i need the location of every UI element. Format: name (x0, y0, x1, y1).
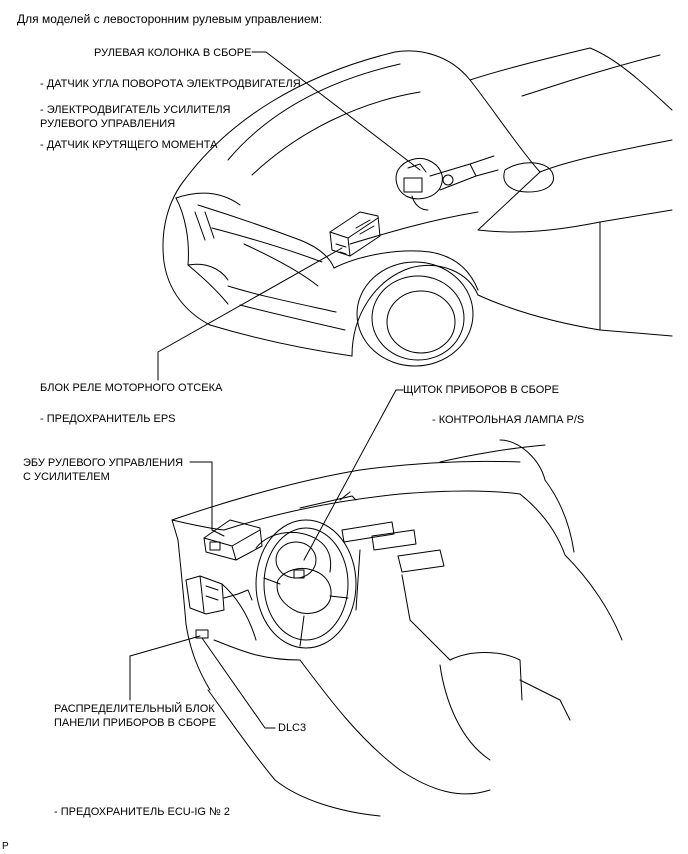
combination-meter-label: ЩИТОК ПРИБОРОВ В СБОРЕ (403, 384, 559, 396)
engine-room-relay-block-label: БЛОК РЕЛЕ МОТОРНОГО ОТСЕКА (40, 382, 223, 394)
torque-sensor-label: - ДАТЧИК КРУТЯЩЕГО МОМЕНТА (40, 139, 218, 151)
car-exterior-drawing (162, 47, 673, 367)
eps-ecu-label-line2: С УСИЛИТЕЛЕМ (23, 471, 110, 483)
dashboard-interior-drawing (171, 439, 623, 817)
ecu-ig-fuse-label: - ПРЕДОХРАНИТЕЛЬ ECU-IG № 2 (54, 806, 231, 818)
power-steering-motor-label-line2: РУЛЕВОГО УПРАВЛЕНИЯ (40, 118, 176, 130)
dlc3-label: DLC3 (278, 722, 307, 734)
junction-block-label-line2: ПАНЕЛИ ПРИБОРОВ В СБОРЕ (54, 717, 217, 729)
engine-room-relay-block (329, 211, 381, 257)
junction-block-label-line1: РАСПРЕДЕЛИТЕЛЬНЫЙ БЛОК (54, 703, 215, 715)
steering-column-assembly (395, 155, 499, 211)
steering-column-label: РУЛЕВАЯ КОЛОНКА В СБОРЕ (94, 47, 252, 59)
motor-rotation-angle-sensor-label: - ДАТЧИК УГЛА ПОВОРОТА ЭЛЕКТРОДВИГАТЕЛЯ (40, 78, 301, 90)
power-steering-motor-label-line1: - ЭЛЕКТРОДВИГАТЕЛЬ УСИЛИТЕЛЯ (40, 104, 231, 116)
eps-ecu-label-line1: ЭБУ РУЛЕВОГО УПРАВЛЕНИЯ (23, 457, 184, 469)
ps-warning-lamp-label: - КОНТРОЛЬНАЯ ЛАМПА P/S (432, 414, 585, 426)
page-title: Для моделей с левосторонним рулевым упра… (17, 12, 323, 26)
eps-fuse-label: - ПРЕДОХРАНИТЕЛЬ EPS (40, 413, 176, 425)
leader-lines (129, 51, 421, 729)
figure-code: P (2, 841, 9, 852)
